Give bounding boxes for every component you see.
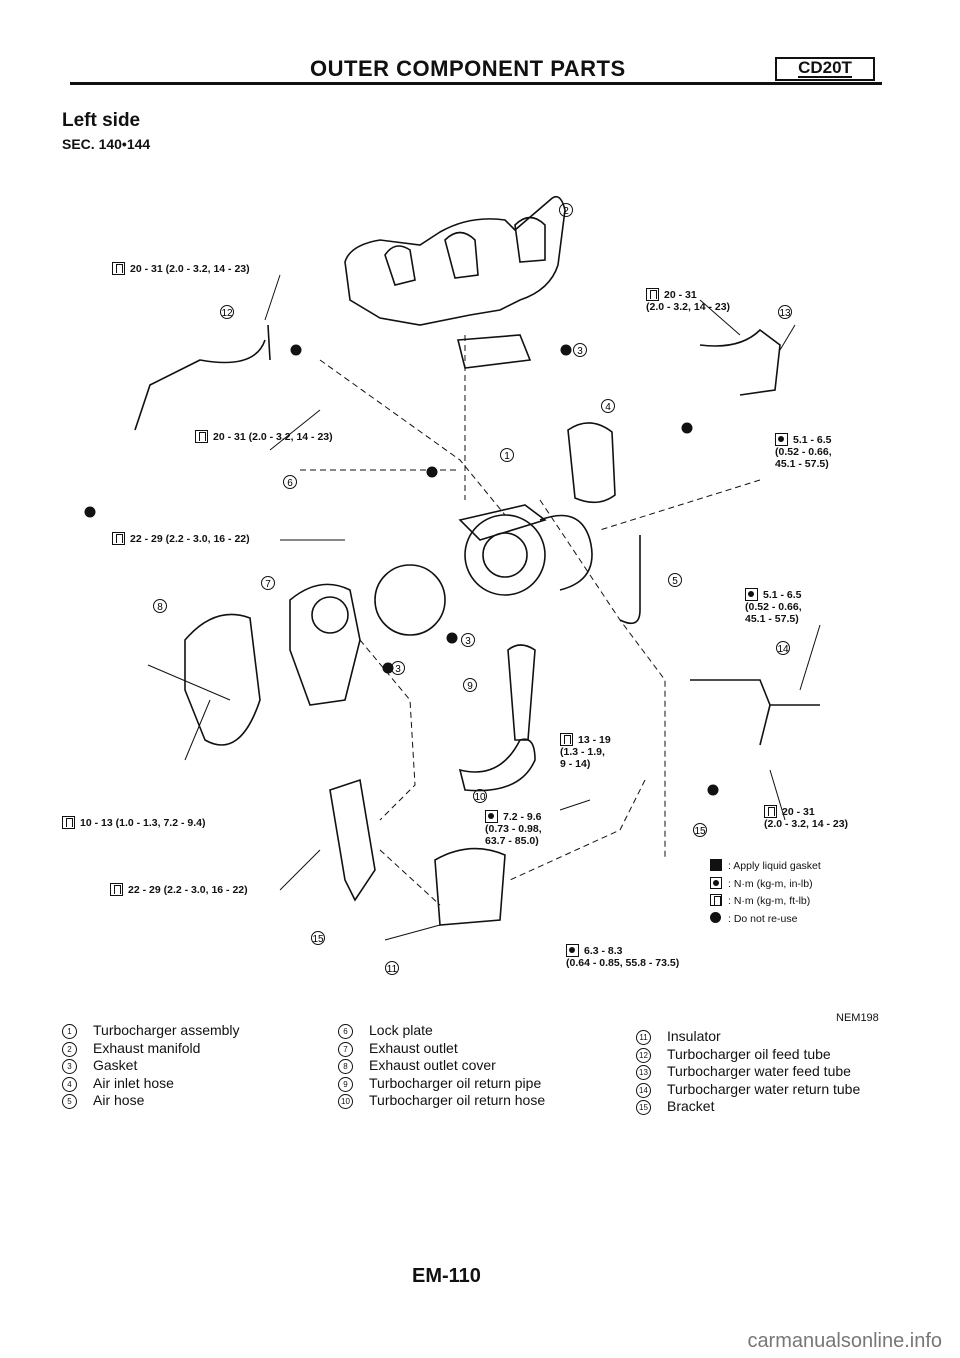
torque-ftlb-icon [62, 816, 75, 829]
svg-text:10: 10 [474, 792, 486, 803]
svg-text:15: 15 [694, 826, 706, 837]
svg-text:1: 1 [504, 451, 510, 462]
header-rule [70, 82, 882, 85]
torque-inlb-icon [775, 433, 788, 446]
torque-ftlb-icon [560, 733, 573, 746]
torque-ftlb-icon [195, 430, 208, 443]
section-ref: SEC. 140•144 [62, 136, 151, 152]
page-title: OUTER COMPONENT PARTS [310, 56, 626, 81]
torque-ftlb-icon [710, 894, 722, 906]
engine-code: CD20T [798, 58, 852, 78]
torque-spec-oil-feed-union: 20 - 31 (2.0 - 3.2, 14 - 23) [195, 430, 333, 443]
engine-code-box: CD20T [775, 57, 875, 81]
svg-text:12: 12 [221, 308, 233, 319]
torque-value: 5.1 - 6.5 (0.52 - 0.66, 45.1 - 57.5) [775, 434, 832, 470]
svg-text:2: 2 [563, 206, 569, 217]
legend-item-torque-ftlb: : N·m (kg-m, ft-lb) [710, 893, 821, 911]
footer-watermark: carmanualsonline.info [747, 1330, 942, 1352]
torque-value: 22 - 29 (2.2 - 3.0, 16 - 22) [128, 884, 248, 896]
legend-item-liquid-gasket: : Apply liquid gasket [710, 858, 821, 876]
torque-value: 20 - 31 (2.0 - 3.2, 14 - 23) [764, 806, 849, 830]
torque-spec-water-return: 5.1 - 6.5 (0.52 - 0.66, 45.1 - 57.5) [745, 588, 802, 625]
torque-spec-water-feed-small: 5.1 - 6.5 (0.52 - 0.66, 45.1 - 57.5) [775, 433, 832, 470]
torque-spec-insulator-bolt: 6.3 - 8.3 (0.64 - 0.85, 55.8 - 73.5) [566, 944, 679, 969]
torque-ftlb-icon [112, 262, 125, 275]
torque-value: 20 - 31 (2.0 - 3.2, 14 - 23) [213, 431, 333, 443]
svg-text:11: 11 [387, 964, 398, 975]
torque-ftlb-icon [110, 883, 123, 896]
torque-spec-oil-return: 13 - 19 (1.3 - 1.9, 9 - 14) [560, 733, 611, 770]
torque-value: 20 - 31 (2.0 - 3.2, 14 - 23) [646, 289, 731, 313]
svg-text:9: 9 [467, 681, 473, 692]
page-number: EM-110 [412, 1265, 481, 1287]
torque-value: 6.3 - 8.3 (0.64 - 0.85, 55.8 - 73.5) [566, 945, 680, 969]
svg-text:7: 7 [265, 579, 271, 590]
svg-text:3: 3 [577, 346, 583, 357]
torque-spec-water-feed: 20 - 31 (2.0 - 3.2, 14 - 23) [646, 288, 730, 313]
svg-text:13: 13 [779, 308, 791, 319]
legend-item-torque-inlb: : N·m (kg-m, in-lb) [710, 876, 821, 894]
svg-text:15: 15 [312, 934, 324, 945]
torque-value: 13 - 19 (1.3 - 1.9, 9 - 14) [560, 734, 611, 770]
torque-inlb-icon [745, 588, 758, 601]
svg-text:3: 3 [395, 664, 401, 675]
section-title: Left side [62, 110, 141, 131]
svg-text:3: 3 [465, 636, 471, 647]
torque-inlb-icon [710, 876, 722, 889]
symbol-legend: : Apply liquid gasket : N·m (kg-m, in-lb… [710, 858, 821, 928]
svg-text:6: 6 [287, 478, 293, 489]
torque-spec-lock-plate: 22 - 29 (2.2 - 3.0, 16 - 22) [112, 532, 250, 545]
torque-value: 7.2 - 9.6 (0.73 - 0.98, 63.7 - 85.0) [485, 811, 542, 847]
torque-value: 20 - 31 (2.0 - 3.2, 14 - 23) [130, 263, 250, 275]
torque-inlb-icon [485, 810, 498, 823]
torque-value: 5.1 - 6.5 (0.52 - 0.66, 45.1 - 57.5) [745, 589, 802, 625]
torque-value: 22 - 29 (2.2 - 3.0, 16 - 22) [130, 533, 250, 545]
svg-text:4: 4 [605, 402, 611, 413]
svg-text:14: 14 [777, 644, 789, 655]
figure-code: NEM198 [836, 1012, 879, 1024]
liquid-gasket-icon [710, 859, 722, 871]
torque-ftlb-icon [112, 532, 125, 545]
legend-item-do-not-reuse: : Do not re-use [710, 911, 821, 929]
torque-ftlb-icon [764, 805, 777, 818]
do-not-reuse-icon [710, 911, 721, 923]
torque-value: 10 - 13 (1.0 - 1.3, 7.2 - 9.4) [80, 817, 206, 829]
torque-spec-oil-feed-eyebolt: 20 - 31 (2.0 - 3.2, 14 - 23) [112, 262, 250, 275]
torque-spec-bracket-bolt: 7.2 - 9.6 (0.73 - 0.98, 63.7 - 85.0) [485, 810, 542, 847]
torque-spec-insulator: 10 - 13 (1.0 - 1.3, 7.2 - 9.4) [62, 816, 205, 829]
torque-spec-water-return-union: 20 - 31 (2.0 - 3.2, 14 - 23) [764, 805, 848, 830]
torque-spec-bracket: 22 - 29 (2.2 - 3.0, 16 - 22) [110, 883, 248, 896]
svg-text:5: 5 [672, 576, 678, 587]
torque-ftlb-icon [646, 288, 659, 301]
torque-inlb-icon [566, 944, 579, 957]
svg-text:8: 8 [157, 602, 163, 613]
